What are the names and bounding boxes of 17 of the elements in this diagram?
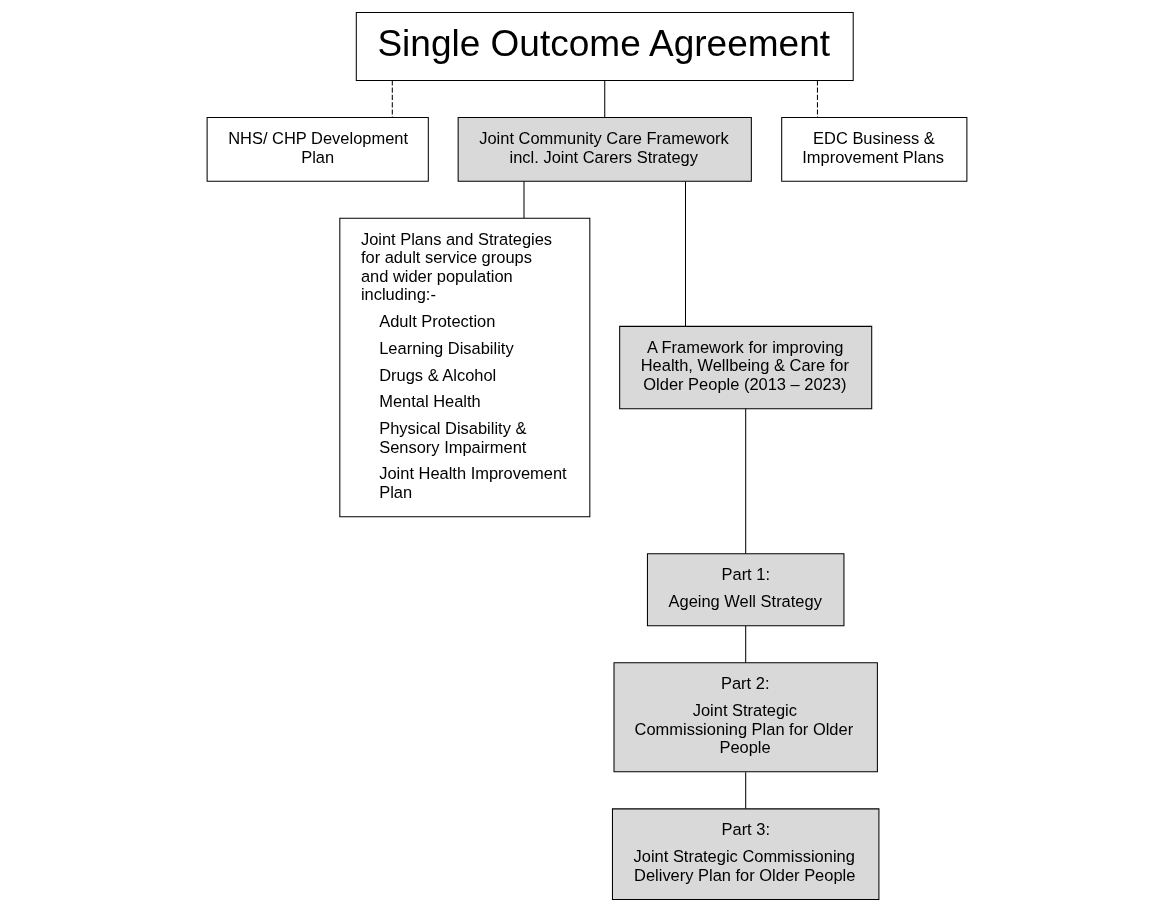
node-box: Part 2: Joint Strategic Commissioning Plan for Older People (613, 662, 878, 773)
connector (391, 80, 393, 118)
node-box: Joint Community Care Framework incl. Joint Carers Strategy (457, 117, 752, 182)
node-box: Part 1: Ageing Well Strategy (646, 553, 845, 627)
node-box: EDC Business & Improvement Plans (781, 117, 968, 182)
node-box: Single Outcome Agreement (355, 12, 854, 81)
connector (745, 408, 747, 554)
connector (816, 80, 818, 118)
connector (685, 181, 687, 327)
node-box: A Framework for improving Health, Wellbeing & Care for Older People (2013 – 2023) (619, 325, 873, 410)
node-box: Joint Plans and Strategies for adult service groups and wider population including:- Adult Protection Learning Disability Drugs & Alcohol Mental Health Physical Disability & Sensory Impairment Joint Health Improvement Plan (339, 217, 591, 518)
connector (523, 181, 525, 219)
connector (604, 80, 606, 118)
node-box: NHS/ CHP Development Plan (206, 117, 429, 182)
connector (745, 625, 747, 663)
node-box: Part 3: Joint Strategic Commissioning Delivery Plan for Older People (611, 808, 880, 900)
connector (745, 771, 747, 809)
